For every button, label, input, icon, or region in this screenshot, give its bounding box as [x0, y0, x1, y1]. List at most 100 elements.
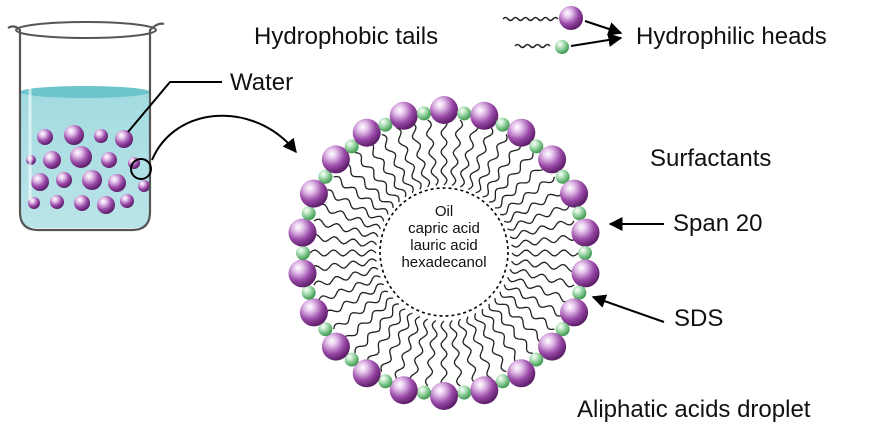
hydrophobic-tail	[494, 298, 545, 343]
legend-green-head	[555, 40, 569, 54]
hydrophobic-tail	[343, 163, 394, 208]
sds-head	[416, 106, 431, 121]
sds-head	[378, 374, 393, 389]
sds-head	[301, 285, 316, 300]
hydrophobic-tail	[324, 283, 384, 316]
hydrophobic-tail	[507, 205, 570, 231]
sds-head	[529, 352, 544, 367]
span20-head	[571, 259, 600, 288]
hydrophobic-tail	[396, 127, 422, 190]
span20-head	[352, 118, 381, 147]
sds-head	[555, 169, 570, 184]
hydrophobic-tail	[499, 291, 555, 331]
core-line-hexadecanol: hexadecanol	[401, 254, 487, 271]
hydrophobic-tail	[313, 266, 379, 286]
water-label: Water	[230, 69, 294, 96]
droplet	[288, 96, 600, 410]
span20-head	[288, 218, 317, 247]
oil-core-text: Oil capric acid lauric acid hexadecanol	[384, 203, 504, 271]
beaker-rim	[15, 21, 157, 39]
hydrophobic-tail	[380, 312, 413, 372]
hydrophobic-tail	[474, 313, 507, 373]
hydrophobic-tail	[355, 152, 400, 203]
sds-head	[578, 246, 592, 260]
hydrophobic-tail	[343, 297, 394, 342]
hydrophobic-tail	[509, 268, 575, 288]
core-line-capric-acid: capric acid	[408, 220, 480, 237]
hydrophobic-tail	[466, 316, 492, 379]
oil-core-boundary	[379, 187, 509, 317]
span20-head	[299, 179, 328, 208]
hydrophilic-heads-label: Hydrophilic heads	[636, 23, 827, 50]
core-line-lauric-acid: lauric acid	[410, 237, 478, 254]
span20-head	[430, 96, 458, 124]
span20-head	[538, 145, 567, 174]
hydrophobic-tails-label: Hydrophobic tails	[254, 23, 439, 50]
water-surface	[20, 86, 150, 98]
hydrophobic-tail	[457, 318, 477, 384]
beaker-bubbles	[26, 125, 150, 214]
core-line-oil: Oil	[434, 203, 454, 220]
hydrophobic-tail	[511, 259, 578, 273]
hydrophobic-tail	[333, 175, 389, 215]
hydrophobic-tail	[507, 276, 570, 303]
emulsion-droplet	[115, 130, 133, 148]
hydrophobic-tail	[511, 235, 578, 248]
sds-head	[529, 139, 544, 154]
hydrophobic-tail	[318, 203, 381, 230]
water-pointer	[127, 81, 222, 133]
zoom-arrow	[151, 114, 297, 161]
hydrophobic-tail	[509, 220, 575, 240]
surfactant-tails	[309, 118, 579, 388]
sds-head	[301, 206, 316, 221]
hydrophobic-tail	[318, 275, 381, 301]
sds-head	[344, 352, 359, 367]
hydrophobic-tail	[409, 318, 429, 384]
emulsion-droplet	[31, 173, 49, 191]
emulsion-droplet	[50, 195, 64, 209]
hydrophobic-tail	[503, 284, 563, 317]
span20-head	[560, 298, 589, 327]
legend-tail-long	[502, 16, 559, 22]
emulsion-droplet	[120, 194, 134, 208]
legend-molecules	[502, 6, 623, 54]
emulsion-droplet	[101, 152, 117, 168]
droplet-label: Aliphatic acids droplet	[577, 396, 811, 423]
sds-head	[378, 117, 393, 132]
emulsion-droplet	[94, 129, 108, 143]
beaker	[7, 21, 165, 232]
hydrophobic-tail	[394, 316, 421, 379]
span20-head	[470, 376, 499, 405]
hydrophobic-tail	[440, 320, 448, 388]
emulsion-droplet	[56, 172, 72, 188]
emulsion-droplet	[97, 196, 115, 214]
hydrophobic-tail	[411, 122, 431, 188]
hydrophobic-tail	[367, 142, 407, 198]
emulsion-droplet	[64, 125, 84, 145]
hydrophobic-tail	[310, 258, 377, 271]
span20-head	[571, 218, 600, 247]
emulsion-droplet	[43, 151, 61, 169]
sds-head	[457, 106, 472, 121]
hydrophobic-tail	[309, 249, 377, 257]
sds-head	[318, 169, 333, 184]
hydrophobic-tail	[354, 303, 399, 354]
span20-head	[389, 101, 418, 130]
hydrophobic-tail	[333, 290, 389, 330]
hydrophobic-tail	[440, 118, 448, 186]
span20-head	[321, 145, 350, 174]
span20-head	[538, 332, 567, 361]
sds-head	[344, 139, 359, 154]
span20-head	[299, 298, 328, 327]
hydrophobic-tail	[511, 249, 579, 257]
sds-head	[457, 385, 472, 400]
zoom-circle	[130, 158, 152, 180]
emulsion-droplet	[108, 174, 126, 192]
span20-head	[470, 101, 499, 130]
sds-head	[416, 385, 431, 400]
hydrophobic-tail	[499, 176, 555, 216]
surfactant-heads	[288, 96, 600, 410]
span20-head	[560, 179, 589, 208]
legend-purple-head	[559, 6, 583, 30]
emulsion-droplet	[82, 170, 102, 190]
